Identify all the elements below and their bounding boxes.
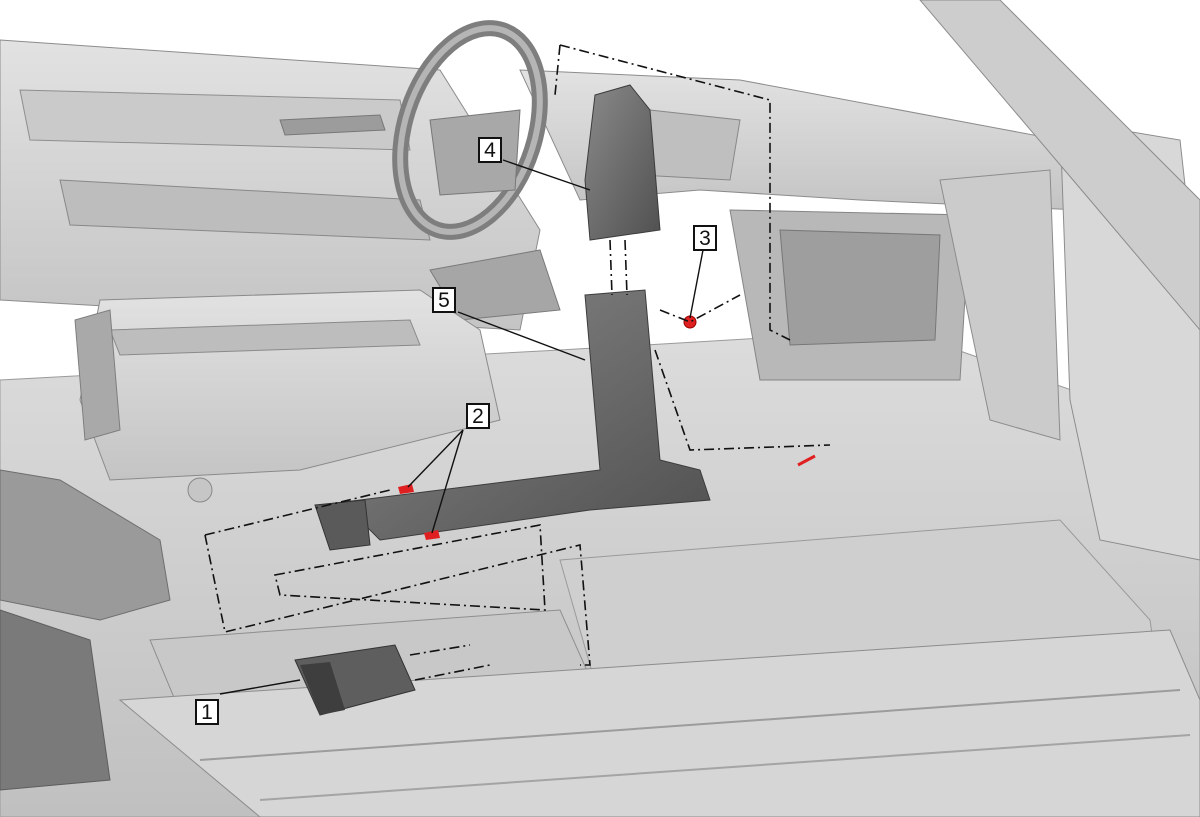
callout-5: 5 [432,287,456,313]
door-sill [118,629,1200,817]
assembly-dashed-lines [204,44,831,681]
steering-wheel [392,20,548,240]
center-console [74,289,501,503]
duct-main-part-5 [314,289,711,551]
duct-upper-part-4 [584,84,661,241]
callout-2: 2 [466,403,490,429]
fasteners [398,315,816,540]
a-pillar [919,0,1200,331]
duct-outlet-part-1 [294,644,416,716]
seat-edge [0,469,171,791]
callout-4: 4 [478,137,502,163]
callout-3: 3 [693,225,717,251]
callout-1: 1 [195,699,219,725]
leader-lines [219,159,704,695]
